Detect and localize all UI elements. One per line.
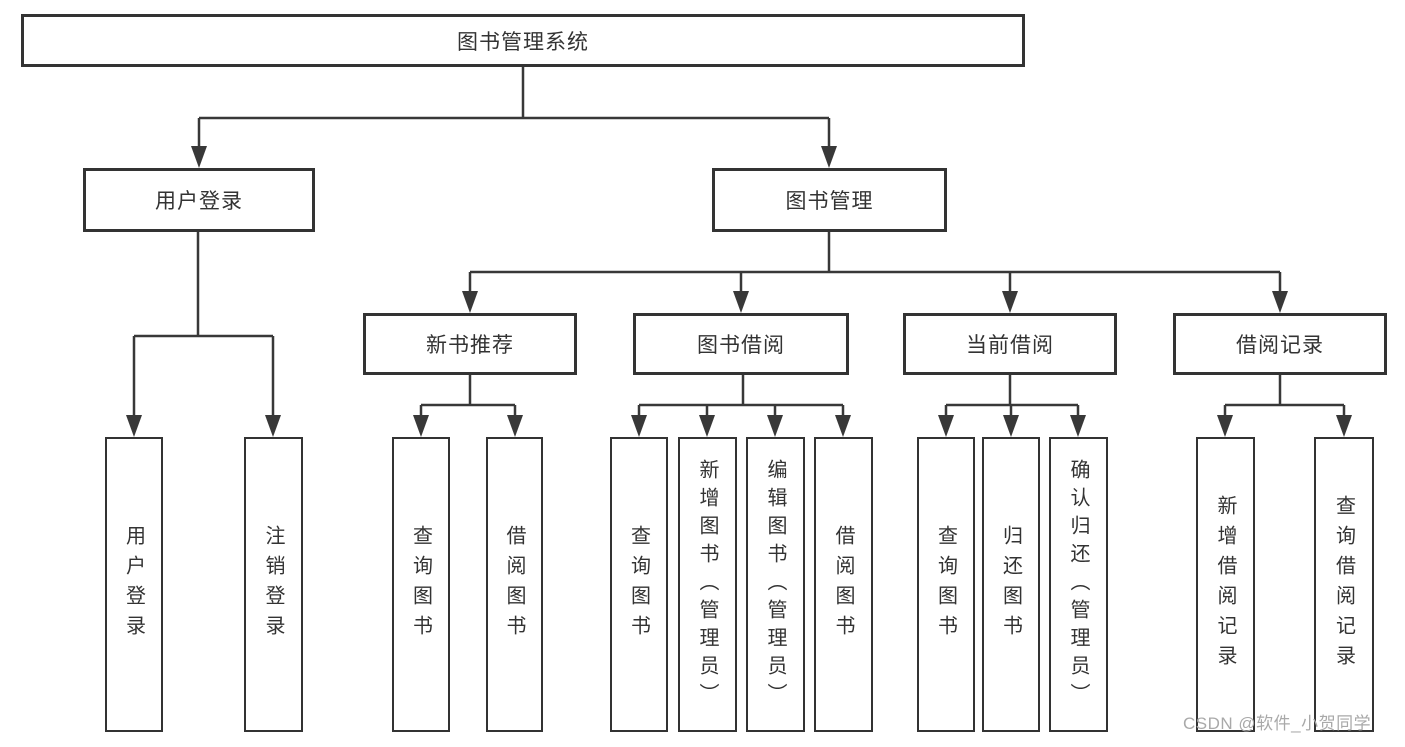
leaf-edit-book-admin: 编辑图书（管理员） xyxy=(746,437,805,732)
leaf-query-books-recommend: 查询图书 xyxy=(392,437,450,732)
leaf-add-book-admin: 新增图书（管理员） xyxy=(678,437,737,732)
leaf-query-books-borrow: 查询图书 xyxy=(610,437,668,732)
leaf-borrow-books: 借阅图书 xyxy=(814,437,873,732)
leaf-query-borrow-record: 查询借阅记录 xyxy=(1314,437,1374,732)
node-root-system: 图书管理系统 xyxy=(21,14,1025,67)
arrowheads xyxy=(126,146,1352,437)
node-borrow-records: 借阅记录 xyxy=(1173,313,1387,375)
leaf-return-book: 归还图书 xyxy=(982,437,1040,732)
leaf-borrow-books-recommend: 借阅图书 xyxy=(486,437,543,732)
node-user-login: 用户登录 xyxy=(83,168,315,232)
leaf-query-books-current: 查询图书 xyxy=(917,437,975,732)
node-book-borrow: 图书借阅 xyxy=(633,313,849,375)
leaf-user-login: 用户登录 xyxy=(105,437,163,732)
node-book-management: 图书管理 xyxy=(712,168,947,232)
csdn-watermark: CSDN @软件_小贺同学 xyxy=(1183,714,1372,733)
leaf-logout: 注销登录 xyxy=(244,437,303,732)
node-new-book-recommend: 新书推荐 xyxy=(363,313,577,375)
leaf-confirm-return-admin: 确认归还（管理员） xyxy=(1049,437,1108,732)
node-current-borrow: 当前借阅 xyxy=(903,313,1117,375)
leaf-add-borrow-record: 新增借阅记录 xyxy=(1196,437,1255,732)
